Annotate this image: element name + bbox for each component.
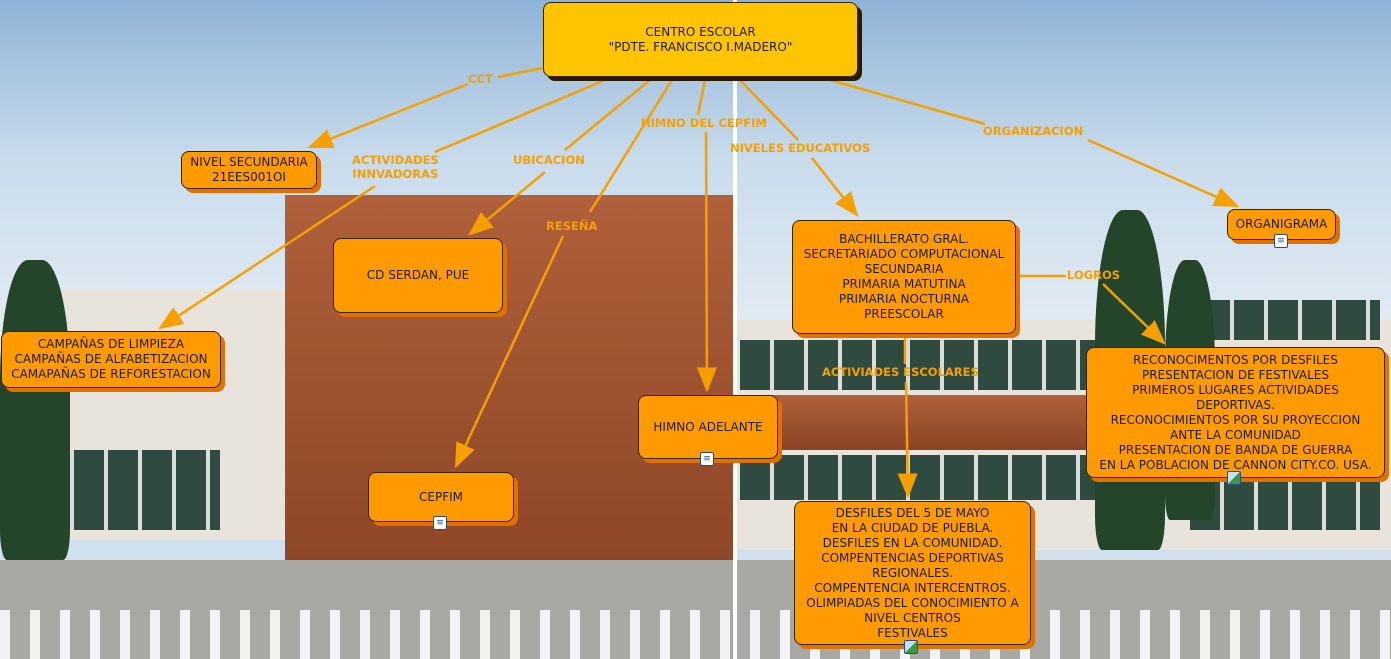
link-label-organizacion[interactable]: ORGANIZACION <box>983 124 1084 138</box>
document-icon[interactable]: ≡ <box>1274 234 1288 248</box>
concept-cepfim[interactable]: CEPFIM <box>368 472 514 522</box>
link-label-ubicacion[interactable]: UBICACION <box>513 153 585 167</box>
link-label-resena[interactable]: RESEÑA <box>546 219 598 233</box>
concept-cd-serdan[interactable]: CD SERDAN, PUE <box>333 238 503 313</box>
concept-actividades-escolares[interactable]: DESFILES DEL 5 DE MAYO EN LA CIUDAD DE P… <box>794 501 1031 645</box>
image-icon[interactable] <box>904 640 918 654</box>
document-icon[interactable]: ≡ <box>700 452 714 466</box>
link-label-cct[interactable]: CCT <box>468 72 493 86</box>
concept-himno-adelante[interactable]: HIMNO ADELANTE <box>638 395 778 459</box>
link-label-niveles-educativos[interactable]: NIVELES EDUCATIVOS <box>730 141 871 155</box>
link-label-actividades-innovadoras[interactable]: ACTIVIDADES INNVADORAS <box>352 153 439 181</box>
concept-campanas[interactable]: CAMPAÑAS DE LIMPIEZA CAMPAÑAS DE ALFABET… <box>1 331 221 388</box>
root-concept-centro-escolar[interactable]: CENTRO ESCOLAR "PDTE. FRANCISCO I.MADERO… <box>543 2 858 77</box>
document-icon[interactable]: ≡ <box>433 516 447 530</box>
concept-nivel-secundaria[interactable]: NIVEL SECUNDARIA 21EES001OI <box>181 151 317 189</box>
link-label-himno-del-cepfim[interactable]: HIMNO DEL CEPFIM <box>641 116 767 130</box>
concept-logros[interactable]: RECONOCIMENTOS POR DESFILES PRESENTACION… <box>1086 347 1385 478</box>
link-label-logros[interactable]: LOGROS <box>1067 268 1121 282</box>
concept-niveles-educativos[interactable]: BACHILLERATO GRAL. SECRETARIADO COMPUTAC… <box>792 220 1016 334</box>
link-label-actividades-escolares[interactable]: ACTIVIADES ESCOLARES <box>822 365 979 379</box>
image-icon[interactable] <box>1227 471 1241 485</box>
